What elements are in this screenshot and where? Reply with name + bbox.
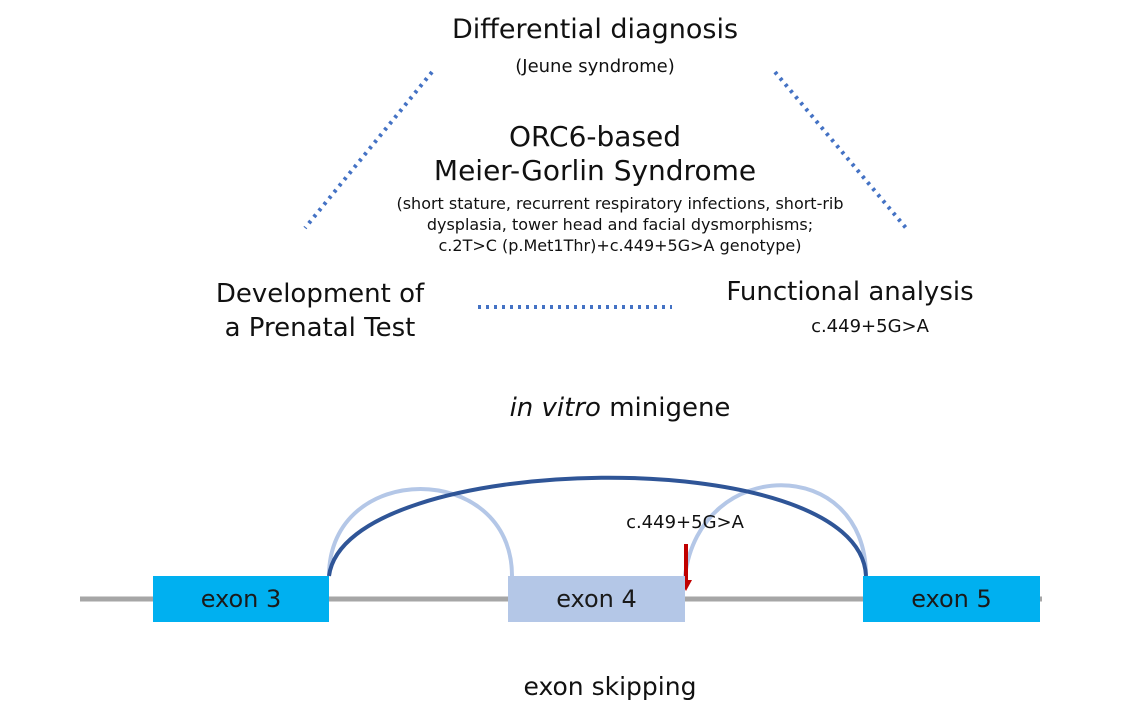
left-line1: Development of [215,279,425,309]
center-desc-line1: (short stature, recurrent respiratory in… [396,194,844,213]
exon-3-box: exon 3 [153,576,329,622]
connector-top-left [303,70,434,230]
minigene-italic: in vitro [509,393,601,423]
exon-4-box: exon 4 [508,576,685,622]
caption-exon-skipping: exon skipping [523,672,697,701]
arc-exon4-exon5 [683,483,868,577]
left-line2: a Prenatal Test [224,313,416,343]
left-block: Development of a Prenatal Test [185,277,455,345]
minigene-label: in vitro minigene [440,393,800,423]
right-subtitle: c.449+5G>A [811,316,929,337]
minigene-rest: minigene [600,393,731,423]
center-description: (short stature, recurrent respiratory in… [340,193,900,256]
center-title: ORC6-based Meier-Gorlin Syndrome [360,120,830,188]
exon-5-label: exon 5 [911,585,992,613]
exon-4-label: exon 4 [556,585,637,613]
top-subtitle: (Jeune syndrome) [515,56,675,77]
top-title: Differential diagnosis [451,14,739,45]
center-title-line1: ORC6-based [508,120,682,153]
mutation-label: c.449+5G>A [626,512,744,533]
arc-exon-skip [327,475,868,577]
center-desc-line2: dysplasia, tower head and facial dysmorp… [426,215,814,234]
center-title-line2: Meier-Gorlin Syndrome [433,154,757,187]
arc-exon3-exon4 [327,487,514,577]
exon-5-box: exon 5 [863,576,1040,622]
connector-top-right [773,70,908,230]
right-title: Functional analysis [726,277,974,307]
center-desc-line3: c.2T>C (p.Met1Thr)+c.449+5G>A genotype) [438,236,802,255]
exon-3-label: exon 3 [200,585,282,613]
